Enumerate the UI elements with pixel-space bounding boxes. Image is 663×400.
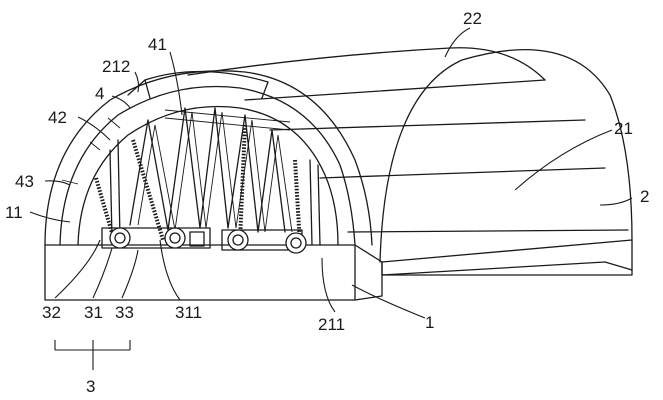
front-arch (44, 70, 373, 246)
label-311: 311 (175, 303, 202, 322)
label-31: 31 (84, 303, 103, 322)
truss-structure (109, 107, 321, 246)
label-32: 32 (42, 303, 61, 322)
label-1: 1 (425, 313, 434, 332)
part-labels: 22 41 212 4 42 21 43 2 11 32 31 33 311 2… (5, 9, 649, 396)
leader-lines (29, 27, 633, 370)
label-41: 41 (148, 35, 167, 54)
label-4: 4 (95, 84, 104, 103)
label-33: 33 (115, 303, 134, 322)
label-22: 22 (463, 9, 482, 28)
chains (94, 124, 302, 246)
label-2: 2 (640, 187, 649, 206)
label-42: 42 (48, 108, 67, 127)
label-21: 21 (614, 119, 633, 138)
label-11: 11 (5, 203, 23, 222)
drive-units (101, 227, 307, 254)
label-3: 3 (86, 377, 95, 396)
label-211: 211 (318, 315, 345, 334)
label-212: 212 (102, 57, 130, 76)
label-43: 43 (15, 172, 34, 191)
cover-body (187, 47, 633, 276)
